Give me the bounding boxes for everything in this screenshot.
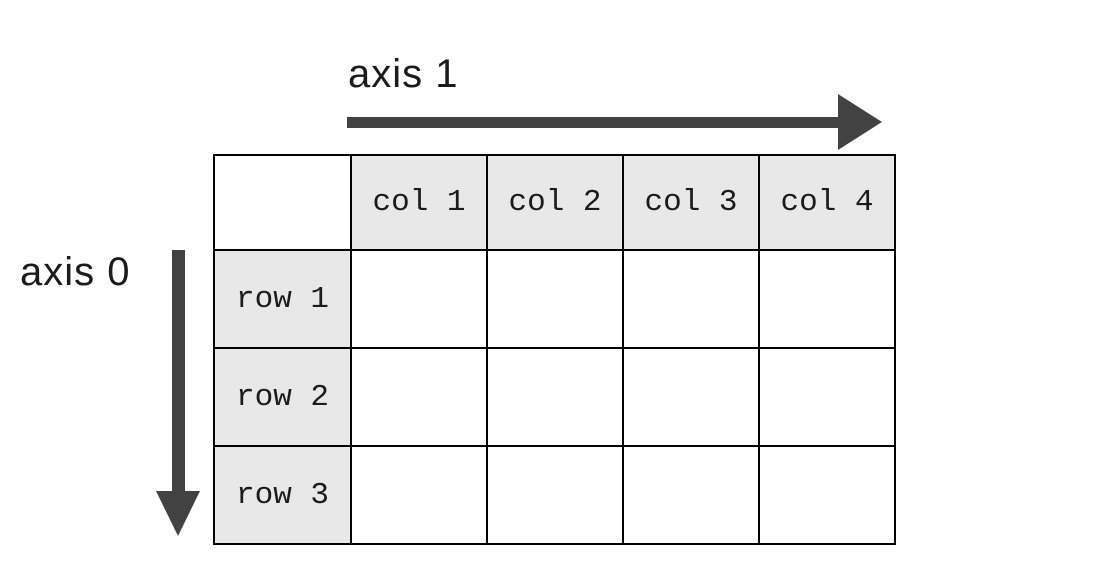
- corner-cell: [213, 154, 352, 251]
- col-header: col 1: [350, 154, 488, 251]
- axis-1-arrow-shaft: [347, 117, 839, 128]
- axis-1-arrowhead-right-icon: [838, 94, 882, 150]
- empty-cell: [758, 445, 896, 545]
- empty-cell: [350, 249, 488, 349]
- row-header: row 3: [213, 445, 352, 545]
- empty-cell: [486, 249, 624, 349]
- col-header: col 2: [486, 154, 624, 251]
- col-header: col 4: [758, 154, 896, 251]
- col-header: col 3: [622, 154, 760, 251]
- axis-1-label: axis 1: [348, 52, 459, 96]
- axis-0-arrow-shaft: [172, 250, 185, 492]
- column-header-row: col 1 col 2 col 3 col 4: [213, 154, 896, 251]
- empty-cell: [758, 347, 896, 447]
- empty-cell: [486, 347, 624, 447]
- table-row: row 1: [213, 249, 896, 349]
- empty-cell: [486, 445, 624, 545]
- table-row: row 3: [213, 445, 896, 545]
- row-header: row 2: [213, 347, 352, 447]
- table-row: row 2: [213, 347, 896, 447]
- empty-cell: [622, 445, 760, 545]
- data-table: col 1 col 2 col 3 col 4 row 1 row 2 row …: [213, 154, 896, 545]
- axis-0-arrowhead-down-icon: [156, 491, 200, 536]
- empty-cell: [350, 347, 488, 447]
- empty-cell: [622, 347, 760, 447]
- axis-0-label: axis 0: [20, 250, 131, 294]
- empty-cell: [622, 249, 760, 349]
- row-header: row 1: [213, 249, 352, 349]
- empty-cell: [350, 445, 488, 545]
- empty-cell: [758, 249, 896, 349]
